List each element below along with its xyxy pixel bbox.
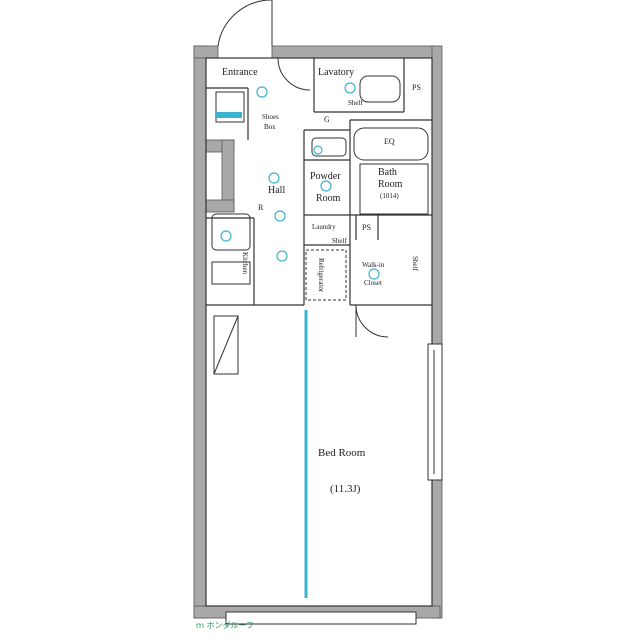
label-bed-size: (11.3J)	[330, 483, 361, 495]
fixtures	[211, 75, 429, 375]
label-shoes-box-2: Box	[264, 123, 276, 131]
label-bath-2: Room	[378, 179, 403, 190]
label-walk-in-2: Closet	[364, 279, 382, 287]
watermark: ｍ ホンダルーフ	[196, 621, 255, 630]
label-ps-1: PS	[412, 83, 421, 92]
label-kitchen: Kitchen	[241, 252, 249, 275]
label-walk-in-1: Walk-in	[362, 261, 385, 269]
label-bath-size: (1014)	[380, 192, 399, 200]
label-entrance: Entrance	[222, 67, 258, 78]
label-bath-1: Bath	[378, 167, 397, 178]
label-refrigerator: Refrigerator	[317, 258, 325, 293]
label-g: G	[324, 115, 330, 124]
window-bottom	[225, 611, 417, 625]
doors	[217, 0, 389, 338]
label-shoes-box-1: Shoes	[262, 113, 279, 121]
electrical-marks	[216, 82, 380, 598]
label-lavatory: Lavatory	[318, 67, 355, 78]
label-powder-1: Powder	[310, 171, 341, 182]
label-shelf-lavatory: Shelf	[348, 99, 363, 107]
exterior-walls	[193, 45, 443, 619]
label-laundry: Laundry	[312, 223, 336, 231]
label-eq: EQ	[384, 137, 395, 146]
label-shelf-laundry: Shelf	[332, 237, 347, 245]
window-right	[427, 343, 443, 481]
label-shelf-closet: Shelf	[411, 256, 419, 271]
label-hall: Hall	[268, 185, 286, 196]
partition-walls	[205, 57, 433, 607]
label-bed-room: Bed Room	[318, 447, 366, 459]
label-ps-2: PS	[362, 223, 371, 232]
label-r: R	[258, 203, 264, 212]
label-powder-2: Room	[316, 193, 341, 204]
